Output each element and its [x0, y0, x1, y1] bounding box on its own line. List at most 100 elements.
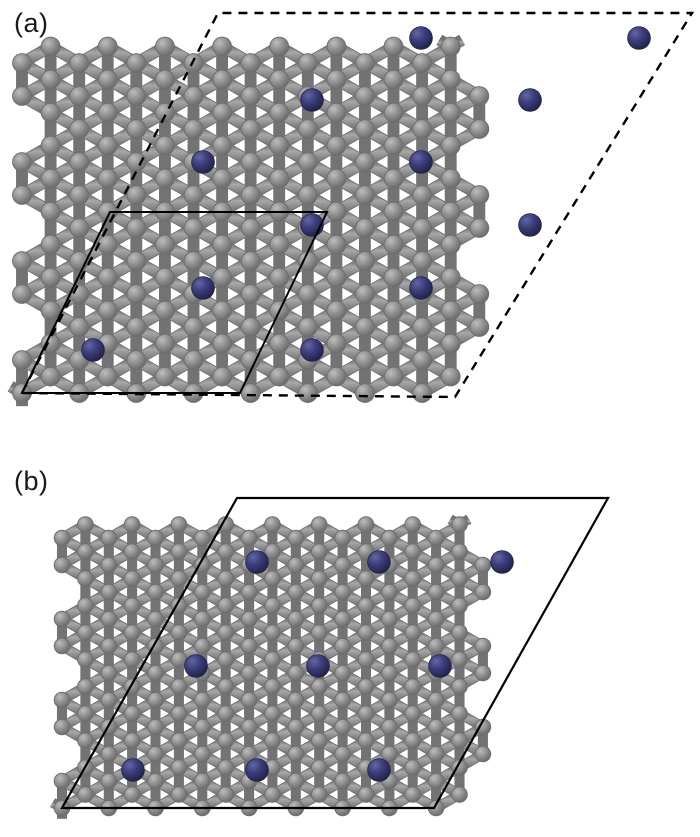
carbon-atom: [356, 54, 374, 72]
carbon-atom: [184, 351, 203, 369]
carbon-atom: [298, 54, 317, 72]
carbon-atom: [382, 719, 397, 735]
carbon-atom: [356, 219, 374, 237]
carbon-atom: [327, 301, 346, 320]
panel-a-label: (a): [14, 8, 49, 38]
carbon-atom: [452, 517, 467, 532]
carbon-atom: [452, 571, 467, 586]
carbon-atom: [171, 652, 187, 667]
carbon-atom: [241, 285, 260, 303]
carbon-atom: [405, 544, 421, 559]
carbon-atom: [195, 611, 210, 627]
carbon-atom: [441, 70, 460, 89]
carbon-atom: [148, 773, 163, 789]
carbon-atom: [218, 733, 233, 748]
carbon-atom: [70, 153, 89, 171]
carbon-atom: [127, 219, 146, 237]
adatom: [246, 759, 268, 781]
carbon-atom: [270, 169, 289, 188]
carbon-atom: [288, 746, 304, 762]
carbon-atom: [70, 219, 89, 237]
carbon-atom: [195, 746, 210, 762]
carbon-atom: [101, 557, 117, 573]
carbon-atom: [241, 746, 257, 762]
carbon-atom: [156, 268, 174, 287]
carbon-atom: [384, 103, 403, 122]
carbon-atom: [218, 598, 233, 613]
carbon-atom: [241, 120, 260, 138]
carbon-atom: [335, 584, 350, 600]
panel-b-stage: [0, 450, 700, 837]
carbon-atom: [358, 517, 374, 532]
carbon-atom: [213, 367, 232, 386]
carbon-atom: [213, 169, 232, 188]
carbon-atom: [70, 120, 89, 138]
panel-a-stage: [7, 11, 695, 407]
carbon-atom: [171, 544, 187, 559]
carbon-atom: [384, 169, 403, 188]
carbon-atom: [241, 186, 260, 204]
carbon-atom: [335, 746, 350, 762]
carbon-atom: [184, 120, 203, 138]
carbon-atom: [270, 268, 289, 287]
carbon-atom: [148, 719, 163, 735]
carbon-atom: [101, 584, 117, 600]
adatom: [491, 551, 513, 573]
carbon-atom: [428, 773, 444, 789]
carbon-atom: [298, 318, 317, 336]
carbon-atom: [241, 87, 260, 105]
carbon-atom: [78, 598, 93, 613]
carbon-atom: [311, 733, 327, 748]
carbon-atom: [311, 787, 327, 802]
carbon-atom: [218, 706, 233, 721]
carbon-atom: [171, 760, 187, 775]
carbon-atom: [148, 692, 163, 708]
carbon-atom: [413, 252, 431, 270]
adatom: [192, 151, 214, 173]
carbon-atom: [124, 625, 140, 640]
carbon-atom: [327, 70, 346, 89]
carbon-atom: [382, 692, 397, 708]
carbon-atom: [358, 571, 374, 586]
carbon-atom: [475, 665, 491, 681]
carbon-atom: [148, 584, 163, 600]
carbon-atom: [54, 611, 70, 627]
carbon-atom: [298, 252, 317, 270]
carbon-atom: [358, 652, 374, 667]
carbon-atom: [98, 103, 117, 122]
carbon-atom: [327, 103, 346, 122]
carbon-atom: [241, 665, 257, 681]
carbon-atom: [270, 103, 289, 122]
carbon-atom: [356, 285, 374, 303]
carbon-atom: [413, 384, 431, 402]
carbon-atom: [98, 169, 117, 188]
carbon-atom: [327, 169, 346, 188]
adatom: [301, 89, 323, 111]
carbon-atom: [265, 517, 280, 532]
adatom: [307, 655, 329, 677]
carbon-atom: [78, 706, 93, 721]
carbon-atom: [218, 760, 233, 775]
carbon-atom: [356, 351, 374, 369]
carbon-atom: [78, 652, 93, 667]
carbon-atom: [311, 706, 327, 721]
carbon-atom: [441, 169, 460, 188]
carbon-atom: [288, 773, 304, 789]
carbon-atom: [384, 202, 403, 221]
carbon-atom: [195, 557, 210, 573]
carbon-atom: [124, 787, 140, 802]
carbon-atom: [241, 584, 257, 600]
carbon-atom: [265, 625, 280, 640]
panel-b: (b): [0, 450, 700, 837]
carbon-atom: [195, 719, 210, 735]
carbon-atom: [382, 665, 397, 681]
carbon-atom: [124, 652, 140, 667]
carbon-atom: [265, 706, 280, 721]
adatom: [185, 655, 207, 677]
carbon-atom: [127, 153, 146, 171]
carbon-atom: [384, 268, 403, 287]
carbon-atom: [218, 625, 233, 640]
carbon-atom: [405, 733, 421, 748]
carbon-atom: [384, 367, 403, 386]
unit-cell-supercell: [60, 496, 610, 810]
